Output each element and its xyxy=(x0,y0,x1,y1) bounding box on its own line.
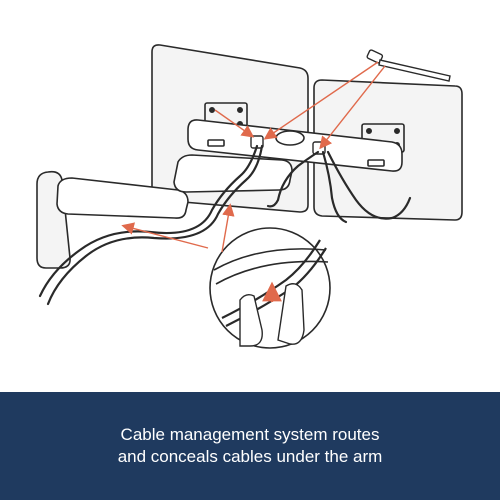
lower-arm xyxy=(56,177,189,219)
cables xyxy=(38,144,412,306)
caption-line-1: Cable management system routes xyxy=(120,425,380,444)
cable-tie-icon xyxy=(366,49,451,82)
cable-detail-callout xyxy=(209,227,331,349)
upper-arm xyxy=(173,154,293,193)
cable-management-illustration xyxy=(36,44,463,349)
caption-line-2: and conceals cables under the arm xyxy=(117,447,383,466)
arrow-icon xyxy=(121,61,386,302)
cable-clips xyxy=(250,135,326,155)
caption-banner: Cable management system routes and conce… xyxy=(0,392,500,500)
